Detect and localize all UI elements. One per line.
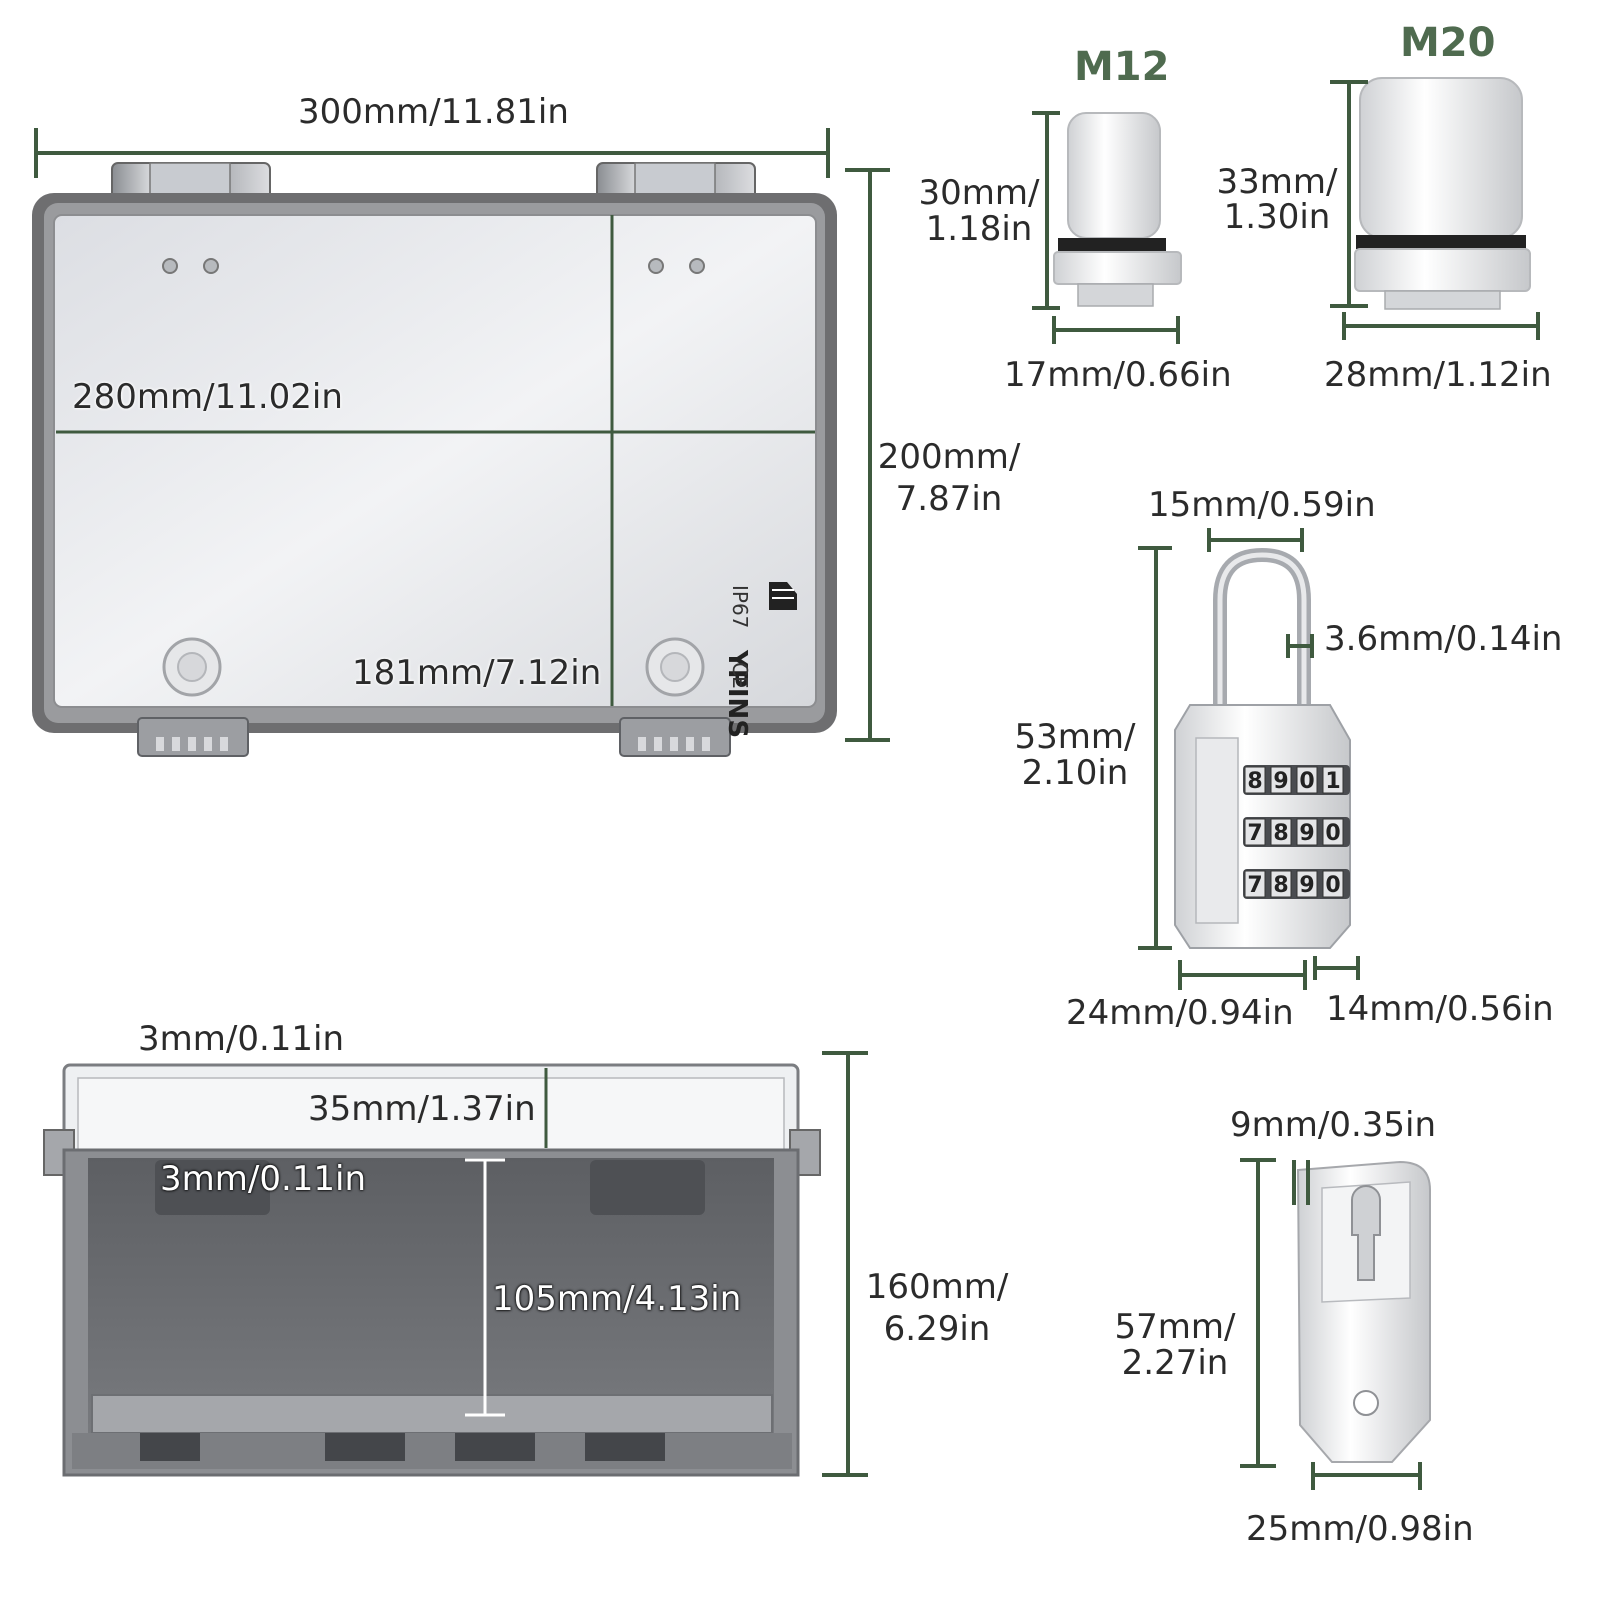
m20-width-label: 28mm/1.12in <box>1324 355 1552 395</box>
enclosure-lid <box>53 214 817 708</box>
dial-wheel <box>1244 766 1266 794</box>
dial-wheel <box>1270 818 1292 846</box>
bracket-width-label: 25mm/0.98in <box>1246 1509 1474 1549</box>
bracket-height-line1: 57mm/ <box>1114 1307 1236 1347</box>
padlock-height-line2: 2.10in <box>1021 753 1129 793</box>
m12-width-label: 17mm/0.66in <box>1004 355 1232 395</box>
latch-right <box>619 717 731 757</box>
dial-digit: 0 <box>1325 821 1340 846</box>
lid-depth-label: 35mm/1.37in <box>308 1089 536 1129</box>
dial-digit: 7 <box>1247 821 1262 846</box>
padlock-thickness-label: 14mm/0.56in <box>1326 989 1554 1029</box>
m20-height-line1: 33mm/ <box>1216 162 1338 202</box>
ip-rating: IP67 <box>728 585 752 629</box>
dial-wheel <box>1296 818 1318 846</box>
dial-wheel <box>1244 870 1266 898</box>
dial-digit: 8 <box>1247 769 1262 794</box>
dim-lines-side-view <box>822 1051 868 1477</box>
dial-wheel <box>1322 870 1344 898</box>
dial-digit: 8 <box>1273 873 1288 898</box>
depth-label-line2: 6.29in <box>883 1309 991 1349</box>
inner-height-label: 181mm/7.12in <box>352 653 602 693</box>
inner-depth-label: 105mm/4.13in <box>492 1279 742 1319</box>
dial-wheel <box>1270 870 1292 898</box>
gland-m20-illustration <box>1354 77 1531 310</box>
dial-wheel <box>1270 766 1292 794</box>
dim-lines-padlock <box>1138 528 1360 990</box>
wall-top-label: 3mm/0.11in <box>138 1019 345 1059</box>
width-label: 300mm/11.81in <box>298 92 569 132</box>
depth-label-line1: 160mm/ <box>865 1267 1009 1307</box>
dial-wheel <box>1296 870 1318 898</box>
dial-wheel <box>1322 766 1344 794</box>
dial-digit: 7 <box>1247 873 1262 898</box>
dial-digit: 8 <box>1273 821 1288 846</box>
padlock-width-label: 24mm/0.94in <box>1066 993 1294 1033</box>
dial-digit: 9 <box>1299 873 1314 898</box>
shackle-width-label: 15mm/0.59in <box>1148 485 1376 525</box>
height-label-line2: 7.87in <box>895 479 1003 519</box>
dial-digit: 0 <box>1325 873 1340 898</box>
m12-height-line1: 30mm/ <box>918 173 1040 213</box>
enclosure-top-view <box>32 162 837 757</box>
gland-m12-illustration <box>1053 112 1182 307</box>
inner-width-label: 280mm/11.02in <box>72 377 343 417</box>
latch-left <box>137 717 249 757</box>
shackle-diameter-label: 3.6mm/0.14in <box>1324 619 1563 659</box>
m12-title: M12 <box>1074 44 1170 90</box>
enclosure-side-view <box>43 1063 821 1477</box>
m12-height-line2: 1.18in <box>925 209 1033 249</box>
m20-height-line2: 1.30in <box>1223 197 1331 237</box>
height-label-line1: 200mm/ <box>877 437 1021 477</box>
dial-digit: 9 <box>1299 821 1314 846</box>
dim-lines-m20 <box>1330 80 1540 340</box>
dim-lines-bracket <box>1240 1158 1422 1490</box>
bracket-height-line2: 2.27in <box>1121 1343 1229 1383</box>
bracket-thickness-label: 9mm/0.35in <box>1230 1105 1437 1145</box>
brand-logo <box>769 582 797 610</box>
dial-digit: 0 <box>1299 769 1314 794</box>
dim-lines-m12 <box>1032 111 1180 344</box>
dial-wheel <box>1296 766 1318 794</box>
dial-wheel <box>1244 818 1266 846</box>
m20-title: M20 <box>1400 20 1496 66</box>
ce-mark: CE <box>728 662 752 689</box>
bracket-illustration <box>1296 1160 1431 1463</box>
padlock-height-line1: 53mm/ <box>1014 717 1136 757</box>
wall-inner-label: 3mm/0.11in <box>160 1159 367 1199</box>
dial-digit: 1 <box>1325 769 1340 794</box>
dial-digit: 9 <box>1273 769 1288 794</box>
dim-lines-top-view <box>34 128 890 742</box>
dial-wheel <box>1322 818 1344 846</box>
